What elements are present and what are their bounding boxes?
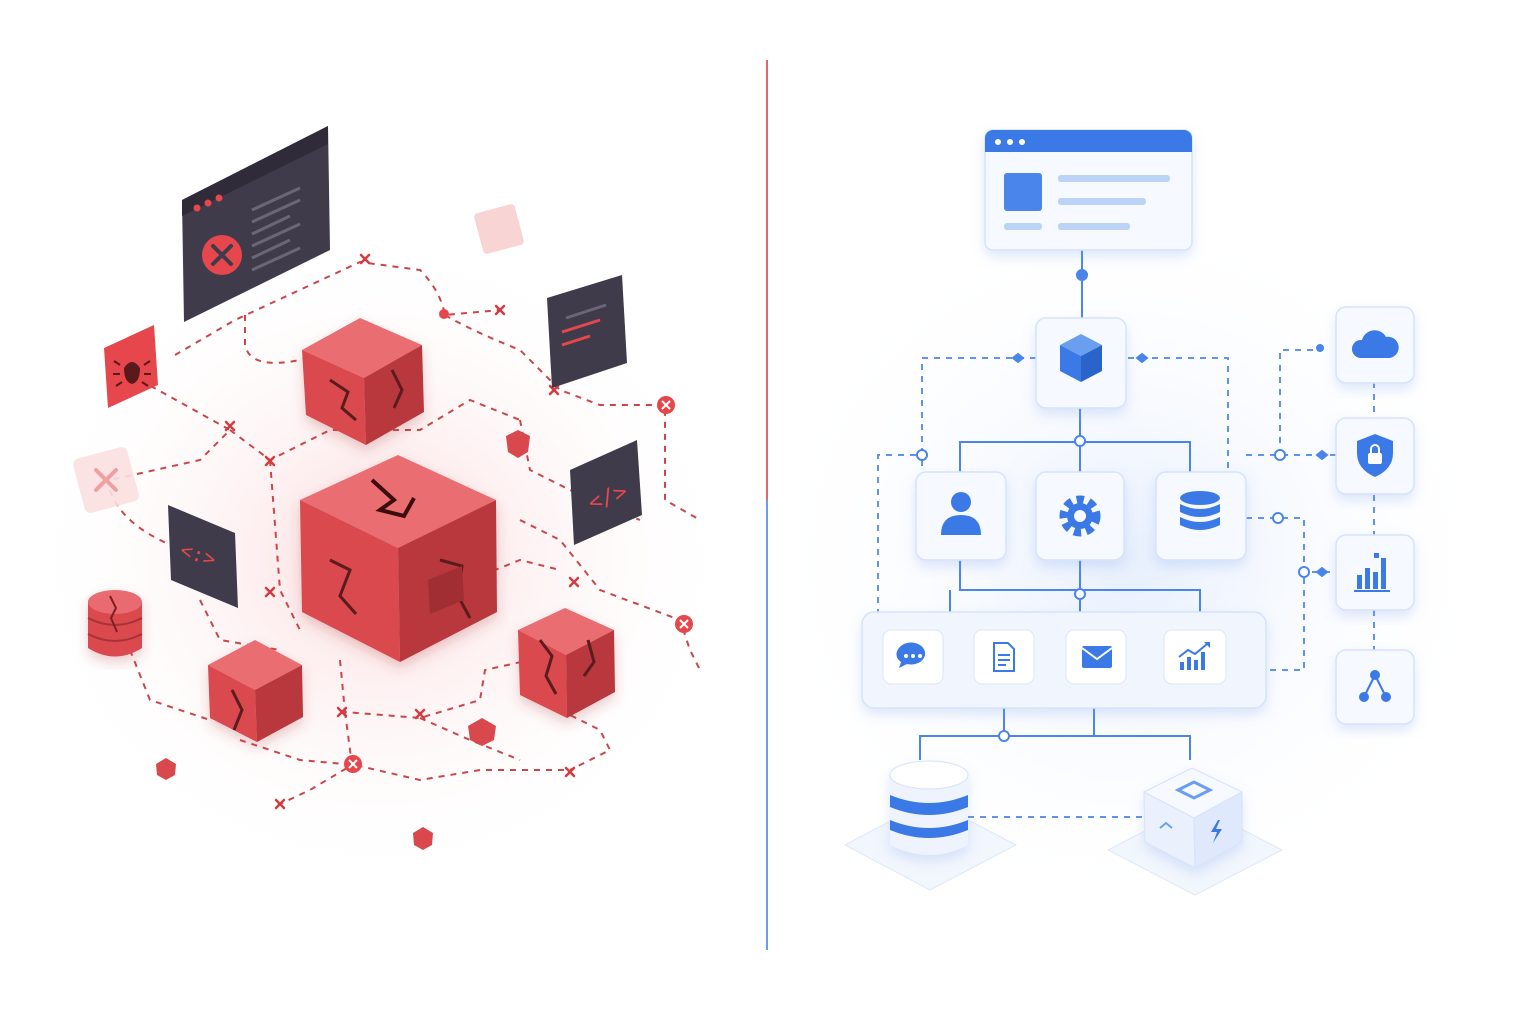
cracked-cube-icon [300,455,496,548]
terminal-icon [561,303,607,347]
browser-window [984,129,1193,251]
bug-tile [104,325,158,408]
network-node [1335,649,1415,725]
error-window [182,126,330,322]
database-platform [843,760,1018,891]
cube-center-broken [300,455,497,662]
core-node [1035,317,1127,409]
database-service-node [1155,471,1247,561]
right-glow [750,200,1510,920]
chart-tile [1163,629,1227,685]
lightning-cube-icon [1142,767,1244,869]
database-icon [1180,491,1220,530]
cloud-icon [1351,330,1399,358]
broken-system: </> <:> [73,126,701,850]
chat-icon [896,642,926,668]
settings-service-node [1035,471,1125,561]
document-tile [973,629,1035,685]
security-node [1335,417,1415,495]
compute-platform [1106,767,1284,896]
error-circles [344,309,693,773]
code-tile-right: </> [570,440,642,545]
cube-icon [1060,334,1102,382]
network-icon [1359,670,1391,702]
mail-icon [1081,646,1113,668]
connection-nodes [916,269,1329,742]
cube-fragments [156,430,530,850]
bar-chart-icon [1354,553,1390,592]
document-icon [993,642,1015,672]
user-icon [941,492,981,535]
code-tile-left: <:> [168,505,238,608]
database-cylinder-icon [889,760,969,855]
terminal-panel [547,275,627,388]
bug-icon [124,362,140,384]
cube-right-broken [518,608,615,718]
clean-architecture [843,129,1415,896]
broken-link-icon [94,468,118,492]
cube-top-broken [302,318,424,445]
broken-database [87,590,143,657]
cube-lower-left-broken [208,640,303,742]
tools-bar [861,611,1267,709]
user-service-node [915,471,1007,561]
cloud-node [1335,306,1415,384]
gear-icon [1059,495,1101,537]
faded-tile [474,204,524,254]
broken-connections [109,260,701,806]
analytics-node [1335,534,1415,611]
chart-icon [1178,642,1210,670]
error-markers [224,253,580,810]
database-icon [109,595,118,633]
